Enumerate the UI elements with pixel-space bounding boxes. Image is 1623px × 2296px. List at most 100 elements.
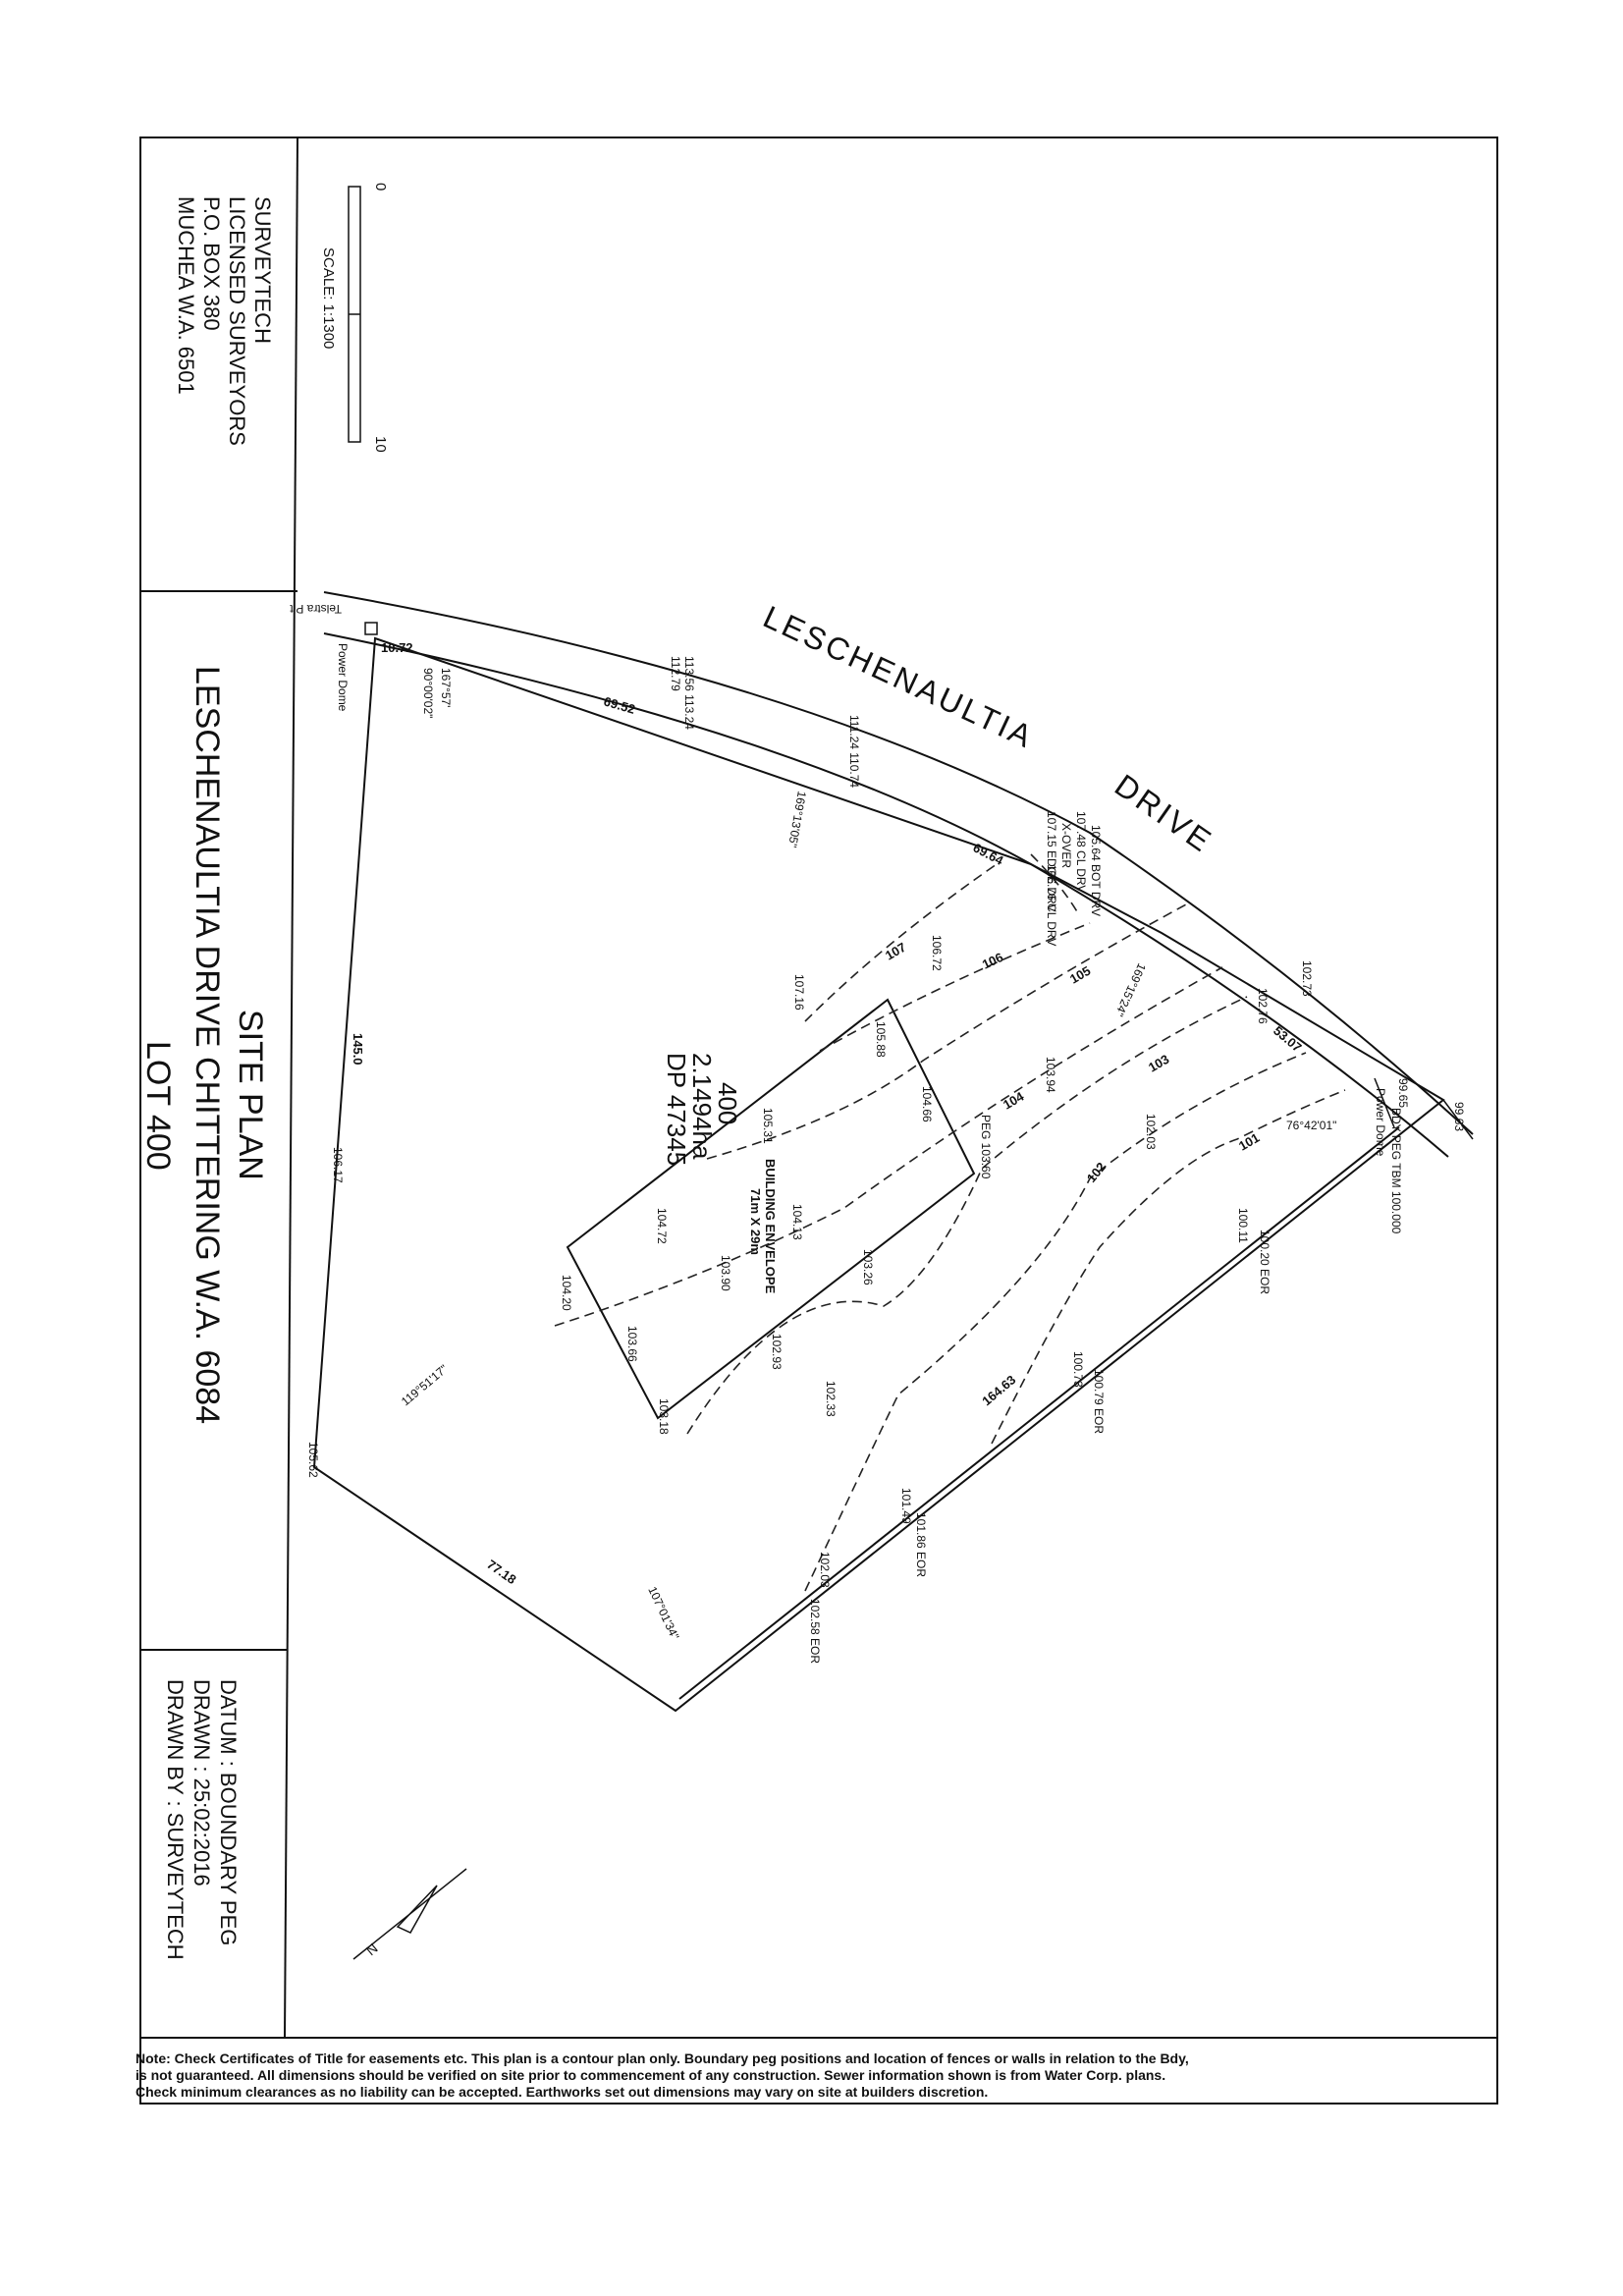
drive-label-xover: X-OVER: [1059, 823, 1073, 868]
scale-label: SCALE: 1:1300: [320, 247, 337, 349]
plan-title: SITE PLAN: [232, 1010, 269, 1180]
spot-29: 101.86 EOR: [914, 1512, 928, 1577]
title-column-divider: [284, 137, 298, 2039]
company-line-4: MUCHEA W.A. 6501: [174, 196, 198, 395]
drawn-text: DRAWN : 25:02:2016: [189, 1679, 214, 1886]
spot-27: 100.79 EOR: [1092, 1369, 1106, 1434]
road-edge-north: [323, 591, 1474, 1135]
spot-25: 100.20 EOR: [1258, 1230, 1271, 1294]
dim-145-0: 145.0: [351, 1033, 365, 1066]
spot-21: 103.18: [657, 1398, 671, 1435]
bdy-peg-tick: [1374, 1077, 1395, 1128]
contour-label-105: 105: [1067, 963, 1093, 987]
bearing-5: 76°42'01": [1286, 1119, 1336, 1132]
peg-label: PEG 103.60: [979, 1115, 993, 1179]
drawn-by-text: DRAWN BY : SURVEYTECH: [163, 1679, 188, 1960]
note-line-2: is not guaranteed. All dimensions should…: [135, 2067, 1165, 2083]
street-name-1: LESCHENAULTIA: [758, 599, 1040, 755]
contour-102: [804, 1052, 1307, 1592]
bearing-3: 169°13'05": [785, 790, 809, 848]
contour-driveway: [1030, 853, 1079, 914]
spot-20: 103.66: [625, 1326, 639, 1362]
bdy-peg-label: BDY PEG TBM 100.000: [1389, 1108, 1403, 1234]
company-line-3: P.O. BOX 380: [199, 196, 224, 331]
spot-31: 102.58 EOR: [808, 1599, 822, 1664]
street-name-2: DRIVE: [1109, 767, 1219, 859]
contour-label-101: 101: [1236, 1130, 1262, 1154]
bearing-6: 119°51'17": [399, 1362, 451, 1408]
spot-5: 102.76: [1256, 988, 1270, 1024]
envelope-label-1: BUILDING ENVELOPE: [763, 1159, 778, 1294]
spot-13: 102.03: [1144, 1114, 1158, 1150]
dim-164-63: 164.63: [979, 1372, 1018, 1408]
spot-6: 99.63: [1452, 1102, 1466, 1131]
scale-start: 0: [372, 183, 389, 191]
spot-3: 111.24 110.74: [847, 715, 861, 788]
contour-label-103: 103: [1146, 1052, 1171, 1075]
lot-plan: DP 47345: [662, 1053, 691, 1166]
contour-label-107: 107: [883, 940, 908, 963]
spot-15: 104.72: [655, 1208, 669, 1244]
telstra-pit: [364, 622, 378, 635]
company-line-2: LICENSED SURVEYORS: [225, 196, 249, 446]
bearing-4: 169°15'24": [1112, 961, 1149, 1019]
contour-103: [686, 996, 1248, 1435]
drive-label-3: 107.15 EDGE DRV: [1045, 811, 1058, 912]
bearing-7: 107°01'34": [645, 1584, 681, 1642]
contour-105: [706, 902, 1189, 1160]
lot-info: 400 2.1494ha DP 47345: [662, 1053, 742, 1166]
building-envelope: [566, 998, 976, 1420]
power-dome-label-1: Power Dome: [336, 643, 350, 712]
drawing-frame: [139, 137, 1498, 2105]
datum-block: DATUM : BOUNDARY PEG DRAWN : 25:02:2016 …: [163, 1679, 241, 1960]
spot-11: 104.66: [920, 1086, 934, 1122]
spot-1: 113.56 113.24: [682, 656, 696, 730]
lot-number: 400: [713, 1082, 742, 1124]
drive-label-2: 107.48 CL DRV: [1074, 811, 1088, 893]
note-line-3: Check minimum clearances as no liability…: [135, 2084, 988, 2100]
bearing-2: 90°00'02": [421, 668, 435, 718]
datum-text: DATUM : BOUNDARY PEG: [216, 1679, 241, 1945]
spot-28: 101.49: [899, 1488, 913, 1524]
plan-title-block: SITE PLAN LESCHENAULTIA DRIVE CHITTERING…: [139, 666, 269, 1424]
spot-14: 105.31: [761, 1108, 775, 1144]
spot-24: 100.11: [1236, 1208, 1250, 1243]
contour-106: [819, 922, 1091, 1052]
north-arrow-label: N: [363, 1941, 381, 1959]
scale-end: 10: [372, 436, 389, 453]
contour-label-104: 104: [1001, 1088, 1027, 1112]
scale-bar: 0 10 SCALE: 1:1300: [320, 183, 389, 453]
company-line-1: SURVEYTECH: [250, 196, 275, 344]
spot-18: 103.26: [861, 1249, 875, 1285]
dim-69-64: 69.64: [971, 840, 1006, 868]
spot-19: 104.20: [560, 1275, 573, 1311]
lot-line: LOT 400: [139, 1041, 177, 1171]
spot-26: 100.73: [1071, 1351, 1085, 1388]
spot-12: 103.94: [1044, 1057, 1057, 1093]
spot-22: 102.93: [770, 1334, 784, 1370]
spot-16: 104.13: [790, 1204, 804, 1240]
envelope-label-2: 71m X 29m: [748, 1188, 763, 1255]
contour-107: [804, 863, 998, 1022]
address-line: LESCHENAULTIA DRIVE CHITTERING W.A. 6084: [189, 666, 226, 1424]
spot-23: 102.33: [824, 1381, 838, 1417]
spot-32: 105.62: [306, 1442, 320, 1478]
road-edge-south: [323, 632, 1449, 1158]
lot-boundary: [312, 636, 1445, 1713]
dim-77-18: 77.18: [484, 1557, 518, 1587]
contour-104: [554, 966, 1223, 1327]
spot-8: 107.16: [792, 974, 806, 1011]
contour-101: [991, 1089, 1346, 1445]
spot-7: 99.65: [1396, 1078, 1410, 1108]
telstra-pit-label: Telstra Pit: [290, 602, 342, 616]
lot-area: 2.1494ha: [687, 1053, 717, 1160]
power-dome-label-2: Power Dome: [1374, 1088, 1387, 1157]
disclaimer-note: Note: Check Certificates of Title for ea…: [135, 2050, 1189, 2100]
dim-69-52: 69.52: [602, 693, 636, 716]
north-arrow: N: [352, 1868, 467, 1960]
spot-17: 103.90: [719, 1255, 732, 1291]
spot-2: 112.79: [669, 656, 682, 691]
boundary-corner-tick: [1442, 1099, 1474, 1140]
spot-10: 105.88: [874, 1021, 888, 1058]
